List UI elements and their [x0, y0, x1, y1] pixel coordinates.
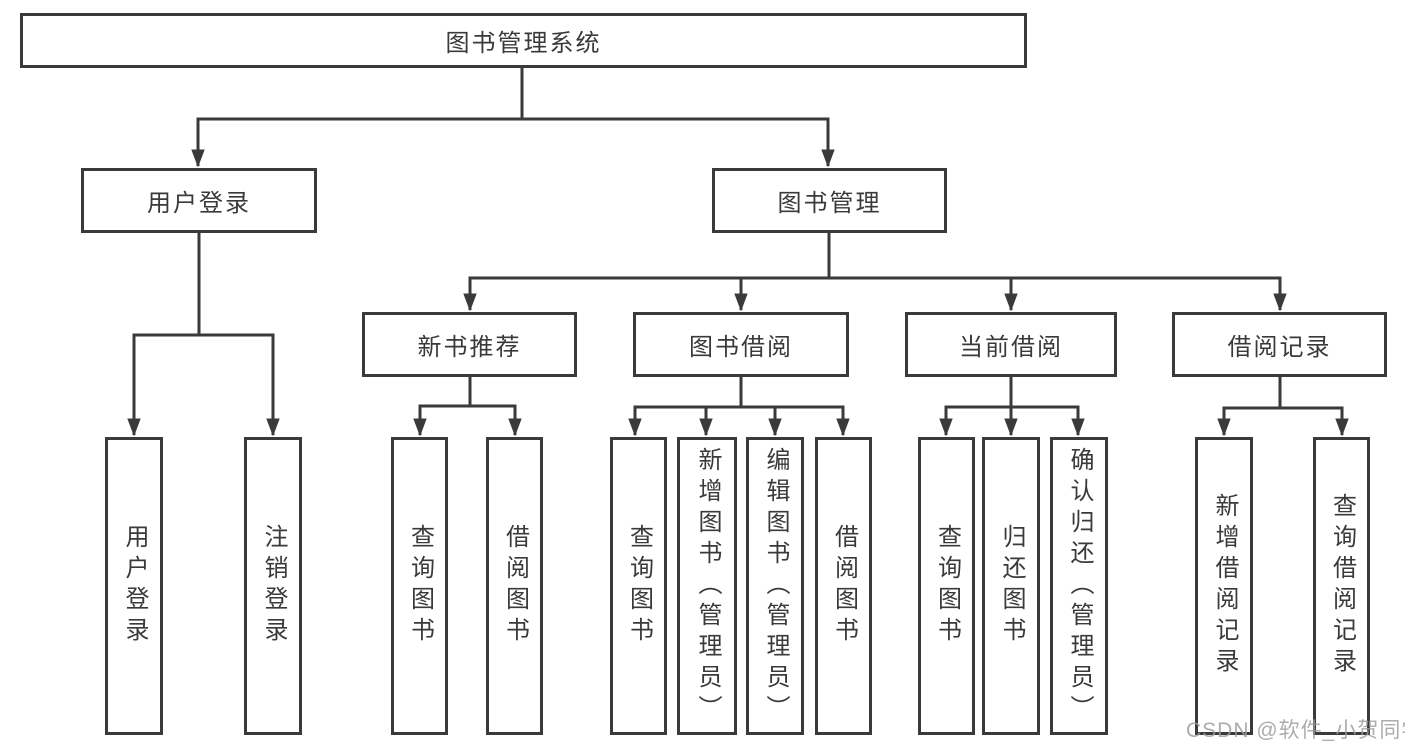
connector-root-to-level2 [197, 67, 830, 166]
node-user-login-group: 用户登录 [81, 168, 317, 233]
leaf-edit-book-admin: 编辑图书（管理员） [746, 437, 804, 735]
connector-current-borrow-children [945, 377, 1080, 435]
node-book-management-group: 图书管理 [712, 168, 947, 233]
node-label: 用户登录 [121, 524, 148, 648]
node-label: 查询借阅记录 [1328, 493, 1356, 679]
leaf-logout: 注销登录 [244, 437, 302, 735]
node-label: 查询图书 [406, 524, 434, 648]
node-library-management-system: 图书管理系统 [20, 13, 1027, 68]
leaf-query-books-3: 查询图书 [918, 437, 975, 735]
leaf-query-books-1: 查询图书 [391, 437, 448, 735]
node-label: 新增借阅记录 [1211, 493, 1238, 679]
node-label: 借阅图书 [830, 524, 858, 648]
node-label: 编辑图书（管理员） [762, 446, 789, 726]
node-label: 当前借阅 [959, 334, 1063, 361]
leaf-query-books-2: 查询图书 [610, 437, 667, 735]
node-label: 新增图书（管理员） [694, 446, 721, 726]
node-label: 用户登录 [147, 190, 251, 217]
node-label: 归还图书 [998, 524, 1025, 648]
node-new-book-recommendation: 新书推荐 [362, 312, 577, 377]
leaf-add-borrow-record: 新增借阅记录 [1195, 437, 1253, 735]
leaf-user-login: 用户登录 [105, 437, 163, 735]
node-label: 图书管理 [777, 190, 882, 217]
connector-user-login-children [133, 233, 275, 435]
node-label: 图书管理系统 [445, 30, 602, 57]
connector-new-book-rec-children [419, 377, 517, 435]
node-label: 确认归还（管理员） [1066, 446, 1093, 726]
node-label: 借阅记录 [1227, 334, 1332, 361]
node-current-borrowing: 当前借阅 [905, 312, 1117, 377]
node-label: 查询图书 [933, 524, 961, 648]
node-book-borrowing: 图书借阅 [633, 312, 849, 377]
leaf-return-book: 归还图书 [982, 437, 1040, 735]
leaf-query-borrow-record: 查询借阅记录 [1313, 437, 1370, 735]
leaf-borrow-books-1: 借阅图书 [486, 437, 543, 735]
node-label: 图书借阅 [689, 334, 793, 361]
leaf-confirm-return-admin: 确认归还（管理员） [1050, 437, 1108, 735]
connector-book-management-children [469, 233, 1282, 310]
connector-book-borrow-children [634, 377, 845, 435]
node-borrowing-records: 借阅记录 [1172, 312, 1387, 377]
node-label: 注销登录 [260, 524, 287, 648]
connector-borrow-records-children [1223, 377, 1344, 435]
leaf-borrow-books-2: 借阅图书 [815, 437, 872, 735]
node-label: 查询图书 [625, 524, 653, 648]
node-label: 新书推荐 [417, 334, 522, 361]
node-label: 借阅图书 [501, 524, 529, 648]
leaf-add-book-admin: 新增图书（管理员） [677, 437, 737, 735]
